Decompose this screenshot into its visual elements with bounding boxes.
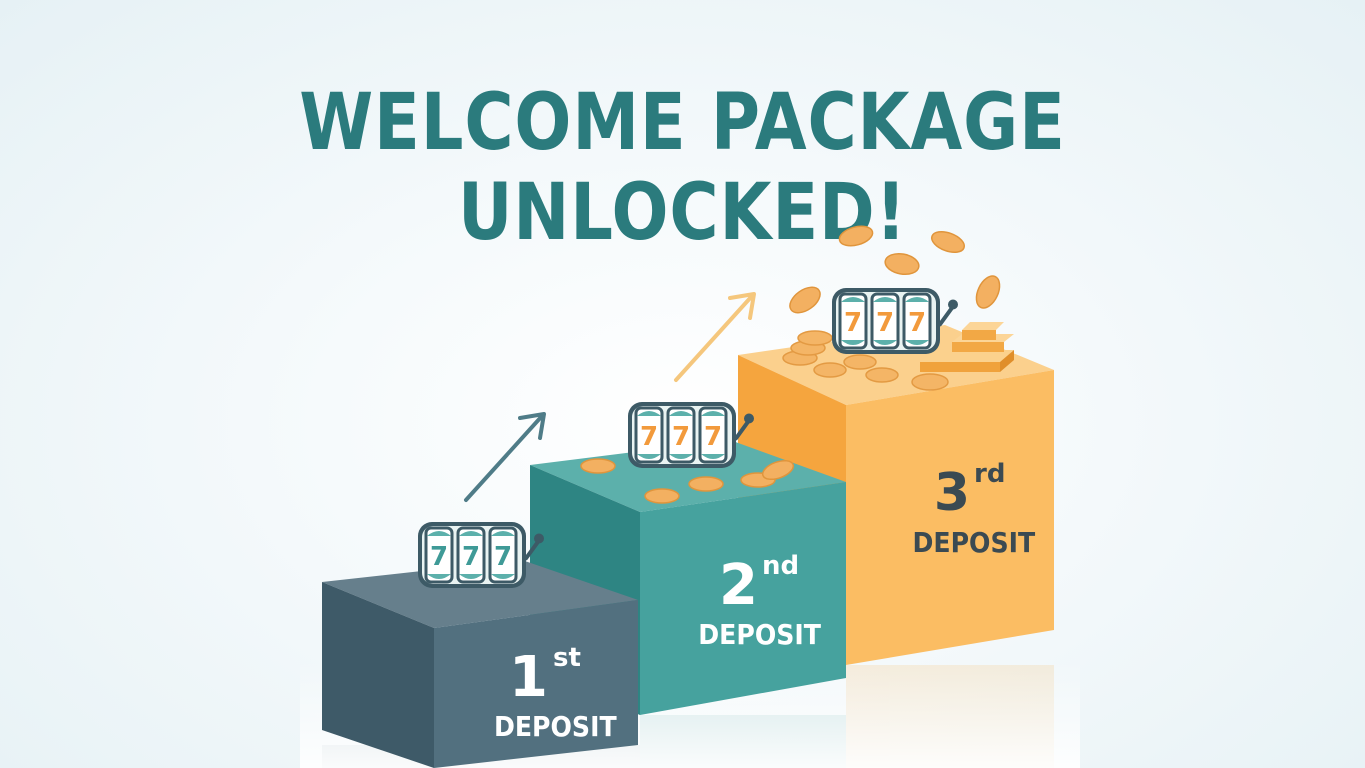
step-3-word: DEPOSIT: [912, 527, 1035, 560]
slot-symbol-seven: 7: [672, 422, 690, 452]
step-1-block: [322, 560, 638, 768]
flying-coins: [789, 225, 1001, 314]
slot-symbol-seven: 7: [462, 542, 480, 572]
step-1-word: DEPOSIT: [494, 711, 617, 744]
step-2-word: DEPOSIT: [698, 619, 821, 652]
slot-symbol-seven: 7: [494, 542, 512, 572]
step-1-number: 1: [509, 645, 548, 710]
slot-symbol-seven: 7: [704, 422, 722, 452]
slot-symbol-seven: 7: [844, 308, 862, 338]
slot-symbol-seven: 7: [908, 308, 926, 338]
slot-symbol-seven: 7: [430, 542, 448, 572]
step-3-suffix: rd: [974, 459, 1005, 489]
coin-pile-step-2: [580, 458, 795, 504]
step-2-number: 2: [719, 553, 758, 618]
arrow-up-right-icon-2: [674, 292, 756, 382]
slot-symbol-seven: 7: [876, 308, 894, 338]
headline: WELCOME PACKAGE UNLOCKED!: [299, 78, 1066, 258]
slot-symbol-seven: 7: [640, 422, 658, 452]
step-2-suffix: nd: [762, 551, 799, 581]
step-1-label: 1 st DEPOSIT: [494, 643, 617, 743]
step-2-label: 2 nd DEPOSIT: [698, 551, 821, 651]
step-1-suffix: st: [553, 643, 581, 673]
step-3-number: 3: [934, 463, 970, 523]
gold-bar-icon: [920, 322, 1014, 372]
step-3-label: 3 rd DEPOSIT: [912, 459, 1035, 559]
arrow-up-right-icon: [464, 412, 546, 502]
